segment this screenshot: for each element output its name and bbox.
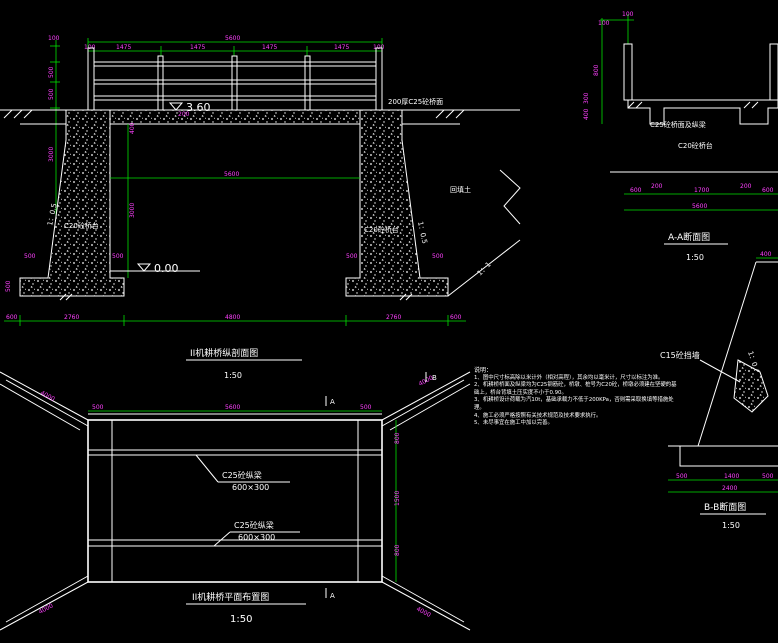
plan-rdim-1: 1500 — [394, 491, 401, 506]
long-dim-rail-2: 1475 — [190, 44, 205, 51]
deck-thk: 400 — [129, 122, 136, 134]
long-dim-left-3: 3000 — [48, 147, 55, 162]
aa-beam-label: C25砼桥面及纵梁 — [650, 120, 706, 129]
beam1-size: 600×300 — [232, 483, 269, 492]
deck-label: 200厚C25砼桥面 — [388, 97, 443, 106]
design-notes: 说明： 1、图中尺寸标高除以米计外（相对高程），其余均以毫米计，尺寸以标注为准。… — [474, 367, 679, 428]
long-dim-left-0: 100 — [48, 35, 60, 42]
long-dim-left-2: 500 — [48, 88, 55, 100]
long-scale: 1:50 — [224, 371, 242, 380]
aa-dim-left-0: 800 — [593, 64, 600, 76]
aa-dim-top-1: 100 — [598, 20, 610, 27]
footing-dim-4: 500 — [5, 280, 12, 292]
long-dim-rail-1: 1475 — [116, 44, 131, 51]
note-item: 5、未尽事宜在施工中加以完善。 — [474, 420, 553, 427]
plan-wing-0: 4000 — [39, 390, 56, 403]
beam1-label: C25砼纵梁 — [222, 470, 262, 480]
mark-a-top: A — [330, 398, 335, 406]
beam2-size: 600×300 — [238, 533, 275, 542]
aa-dim-b-2: 1700 — [694, 187, 709, 194]
plan-dim-1: 5600 — [225, 404, 240, 411]
note-item: 4、施工必须严格按照有关技术规范及技术要求执行。 — [474, 412, 602, 419]
plan-scale: 1:50 — [230, 614, 252, 625]
footing-dim-2: 500 — [346, 253, 358, 260]
plan-dim-0: 500 — [92, 404, 104, 411]
mark-b: B — [432, 374, 437, 382]
long-dim-total: 5600 — [225, 35, 240, 42]
bb-dim-1: 1400 — [724, 473, 739, 480]
bb-dim-0: 500 — [676, 473, 688, 480]
long-dim-bottom-3: 2760 — [386, 314, 401, 321]
longitudinal-section: 5600 100 1475 1475 1475 1475 100 100 500… — [0, 35, 521, 380]
long-dim-bottom-4: 600 — [450, 314, 462, 321]
abutment-left-label: C20砼桥台 — [64, 221, 99, 230]
elev-bottom-mark: 0.00 — [154, 262, 179, 275]
plan-dim-2: 500 — [360, 404, 372, 411]
footing-dim-1: 500 — [112, 253, 124, 260]
aa-dim-b-3: 200 — [740, 183, 752, 190]
bb-dim-2: 500 — [762, 473, 774, 480]
mark-a-bottom: A — [330, 592, 335, 600]
bb-top-dim: 400 — [760, 251, 772, 258]
height-inner: 3000 — [129, 203, 136, 218]
elev-top-mark: 3.60 — [186, 101, 211, 114]
backfill-label: 回填土 — [450, 185, 471, 194]
notes-heading: 说明： — [474, 367, 493, 374]
note-item: 3、机耕桥设计荷载为汽10t，基础承载力不低于200KPa，否则需采取换填等措施… — [474, 397, 674, 411]
note-item: 2、机耕桥桥面及纵梁均为C25钢筋砼，桥墩、桩号为C20砼，桥墩必须建在坚硬的基… — [474, 382, 677, 396]
bb-scale: 1:50 — [722, 521, 740, 530]
long-dim-bottom-0: 600 — [6, 314, 18, 321]
footing-dim-3: 500 — [432, 253, 444, 260]
aa-abutment: C20砼桥台 — [678, 141, 713, 150]
section-aa: 100 100 800 300 400 C25砼桥面及纵梁 C20砼桥台 600… — [583, 11, 778, 262]
long-dim-bottom-2: 4800 — [225, 314, 240, 321]
long-dim-bottom-1: 2760 — [64, 314, 79, 321]
beam2-label: C25砼纵梁 — [234, 520, 274, 530]
footing-dim-0: 500 — [24, 253, 36, 260]
long-dim-rail-3: 1475 — [262, 44, 277, 51]
bb-total: 2400 — [722, 485, 737, 492]
span-inner: 5600 — [224, 171, 239, 178]
aa-dim-b-4: 600 — [762, 187, 774, 194]
slope-right: 1：0.5 — [416, 221, 429, 245]
plan-rdim-2: 800 — [394, 544, 401, 556]
note-item: 1、图中尺寸标高除以米计外（相对高程），其余均以毫米计，尺寸以标注为准。 — [474, 374, 664, 381]
aa-dim-left-2: 400 — [583, 108, 590, 120]
aa-scale: 1:50 — [686, 253, 704, 262]
bb-title: B-B断面图 — [704, 501, 746, 513]
long-title: II机耕桥纵剖面图 — [190, 347, 258, 359]
aa-dim-top-0: 100 — [622, 11, 634, 18]
plan-title: II机耕桥平面布置图 — [192, 591, 269, 603]
plan-rdim-0: 800 — [394, 432, 401, 444]
section-bb: 400 1：0.4 C15砼挡墙 500 1400 500 2400 B-B断面… — [660, 251, 778, 530]
aa-dim-b-1: 200 — [651, 183, 663, 190]
aa-dim-b-0: 600 — [630, 187, 642, 194]
bb-wall: C15砼挡墙 — [660, 350, 700, 360]
aa-dim-left-1: 300 — [583, 92, 590, 104]
deck-200: 200 — [178, 111, 190, 118]
plan-view: 4000 4000 4000 4000 500 5600 500 800 150… — [0, 371, 471, 631]
aa-title: A-A断面图 — [668, 231, 710, 243]
abutment-right-label: C20砼桥台 — [364, 225, 399, 234]
plan-wing-2: 4000 — [38, 602, 55, 615]
long-dim-rail-4: 1475 — [334, 44, 349, 51]
aa-total: 5600 — [692, 203, 707, 210]
long-dim-left-1: 500 — [48, 66, 55, 78]
